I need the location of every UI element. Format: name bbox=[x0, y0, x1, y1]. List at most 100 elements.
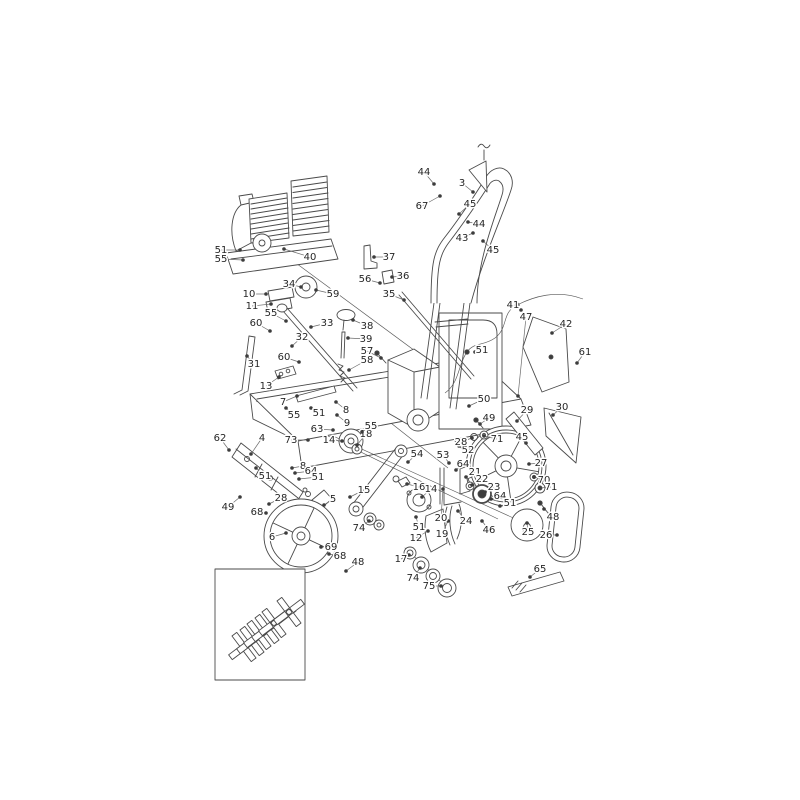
fastener-dot-41 bbox=[519, 308, 523, 312]
tine-inset-box bbox=[214, 568, 313, 681]
fastener-dot-56 bbox=[378, 281, 382, 285]
leader-line-43 bbox=[461, 232, 474, 239]
leader-line-65 bbox=[529, 568, 541, 578]
part-label-45: 45 bbox=[516, 432, 529, 443]
fastener-dot-34 bbox=[299, 285, 303, 289]
part-label-8: 8 bbox=[343, 405, 349, 416]
fastener-dot-26 bbox=[555, 533, 559, 537]
part-label-17: 17 bbox=[395, 554, 408, 565]
fastener-dot-20 bbox=[441, 487, 445, 491]
side-plates-drawing bbox=[505, 407, 582, 464]
part-label-32: 32 bbox=[296, 332, 309, 343]
leader-line-61 bbox=[576, 351, 586, 364]
fastener-dot-40 bbox=[282, 247, 286, 251]
leader-line-47 bbox=[517, 316, 527, 397]
leader-line-42 bbox=[551, 323, 567, 334]
part-label-62: 62 bbox=[214, 433, 227, 444]
fastener-dot-49 bbox=[478, 422, 482, 426]
part-label-33: 33 bbox=[321, 318, 334, 329]
part-label-52: 52 bbox=[462, 445, 475, 456]
fastener-dot-71 bbox=[538, 486, 542, 490]
fastener-dot-29 bbox=[515, 419, 519, 423]
part-label-63: 63 bbox=[311, 424, 324, 435]
part-label-51: 51 bbox=[504, 498, 517, 509]
fastener-dot-54 bbox=[406, 460, 410, 464]
leader-line-4 bbox=[250, 437, 263, 455]
part-label-10: 10 bbox=[243, 289, 256, 300]
part-label-39: 39 bbox=[360, 334, 373, 345]
leader-line-38 bbox=[352, 319, 368, 327]
belt-idler-drawing bbox=[454, 417, 585, 597]
fastener-dot-65 bbox=[528, 575, 532, 579]
part-label-30: 30 bbox=[556, 402, 569, 413]
fastener-dot-57 bbox=[379, 356, 383, 360]
fastener-dot-35 bbox=[402, 298, 406, 302]
part-label-51: 51 bbox=[215, 245, 228, 256]
fastener-dot-21 bbox=[464, 475, 468, 479]
fastener-dot-44 bbox=[466, 220, 470, 224]
leader-line-67 bbox=[421, 195, 441, 207]
fastener-dot-71 bbox=[482, 434, 486, 438]
leader-line-20 bbox=[440, 488, 444, 519]
fastener-dot-55 bbox=[241, 258, 245, 262]
fastener-dot-51 bbox=[254, 466, 258, 470]
fastener-dot-23 bbox=[483, 490, 487, 494]
engine-drawing bbox=[225, 175, 339, 275]
part-label-37: 37 bbox=[383, 252, 396, 263]
leader-line-51 bbox=[255, 467, 266, 477]
part-label-45: 45 bbox=[464, 199, 477, 210]
leader-line-63 bbox=[316, 428, 334, 431]
part-label-15: 15 bbox=[358, 485, 371, 496]
fastener-dot-45 bbox=[481, 239, 485, 243]
fastener-dot-51 bbox=[498, 504, 502, 508]
fastener-dot-60 bbox=[268, 329, 272, 333]
part-label-75: 75 bbox=[423, 581, 436, 592]
part-label-61: 61 bbox=[579, 347, 592, 358]
leader-line-54 bbox=[407, 453, 418, 463]
part-label-4: 4 bbox=[259, 433, 265, 444]
fastener-dot-15 bbox=[348, 495, 352, 499]
fastener-dot-70 bbox=[532, 475, 536, 479]
leader-line-14 bbox=[328, 439, 343, 442]
part-label-12: 12 bbox=[410, 533, 423, 544]
fastener-dot-52 bbox=[457, 444, 461, 448]
part-label-51: 51 bbox=[313, 408, 326, 419]
left-wheel-drawing bbox=[263, 498, 339, 574]
part-label-44: 44 bbox=[473, 219, 486, 230]
part-label-71: 71 bbox=[545, 482, 558, 493]
fastener-dot-38 bbox=[351, 318, 355, 322]
leader-line-9 bbox=[336, 414, 348, 424]
fastener-dot-50 bbox=[467, 404, 471, 408]
fastener-dot-28 bbox=[470, 436, 474, 440]
fastener-dot-53 bbox=[447, 461, 451, 465]
fastener-dot-9 bbox=[335, 413, 339, 417]
fastener-dot-25 bbox=[525, 521, 529, 525]
fastener-dot-59 bbox=[314, 288, 318, 292]
part-label-55: 55 bbox=[365, 421, 378, 432]
part-label-65: 65 bbox=[534, 564, 547, 575]
leader-line-45 bbox=[458, 203, 471, 215]
leader-line-68 bbox=[328, 553, 341, 557]
fastener-dot-8 bbox=[290, 466, 294, 470]
part-label-14: 14 bbox=[425, 484, 438, 495]
fastener-dot-18 bbox=[355, 443, 359, 447]
part-label-27: 27 bbox=[535, 458, 548, 469]
part-label-5: 5 bbox=[330, 494, 336, 505]
part-label-47: 47 bbox=[520, 312, 533, 323]
part-label-7: 7 bbox=[280, 397, 286, 408]
leader-line-48 bbox=[345, 561, 359, 572]
part-label-51: 51 bbox=[312, 472, 325, 483]
fastener-dot-63 bbox=[331, 428, 335, 432]
fastener-dot-51 bbox=[297, 477, 301, 481]
leader-line-55 bbox=[220, 258, 244, 261]
fastener-dot-51 bbox=[414, 515, 418, 519]
fastener-dot-58 bbox=[347, 368, 351, 372]
part-label-41: 41 bbox=[507, 300, 520, 311]
fastener-dot-42 bbox=[550, 331, 554, 335]
leader-line-7 bbox=[282, 395, 298, 403]
leader-line-8 bbox=[291, 465, 304, 469]
leader-line-36 bbox=[391, 275, 404, 278]
fastener-dot-48 bbox=[344, 569, 348, 573]
fastener-dot-67 bbox=[438, 194, 442, 198]
